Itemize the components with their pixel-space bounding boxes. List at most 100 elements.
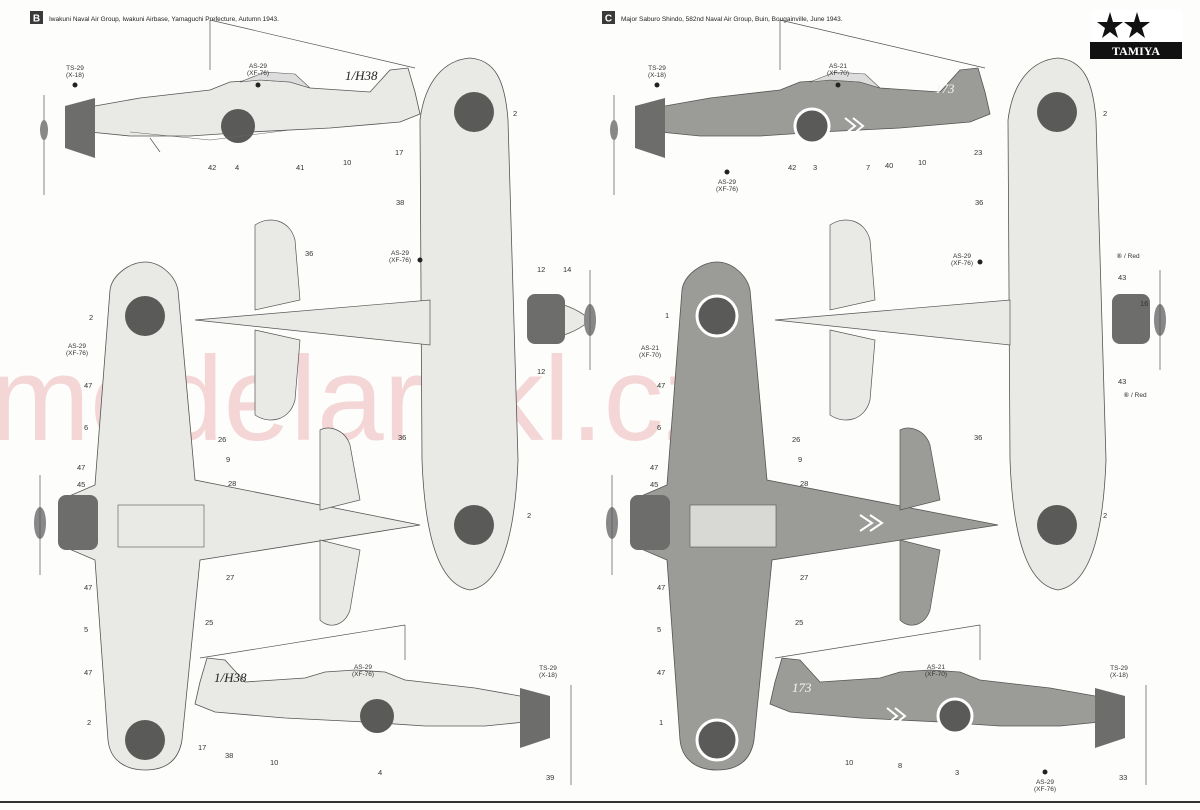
c-num-25: 25 [795,618,803,627]
c-num-8: 8 [898,761,902,770]
b-num-17-b: 17 [198,743,206,752]
c-num-6: 6 [657,423,661,432]
c-num-2-b: 2 [1103,511,1107,520]
c-bot-paint-2: TS-29 [1110,665,1128,672]
c-num-36: 36 [975,198,983,207]
c-num-47-a: 47 [657,381,665,390]
c-paint-under-sub: (XF-76) [716,186,738,193]
b-num-4: 4 [235,163,239,172]
c-num-10-b: 10 [845,758,853,767]
c-tail-code-top: 173 [935,81,955,96]
c-num-33: 33 [1119,773,1127,782]
c-num-5: 5 [657,625,661,634]
c-num-45: 45 [650,480,658,489]
c-num-42: 42 [788,163,796,172]
b-num-6: 6 [84,423,88,432]
b-tail-code-bottom: 1/H38 [214,670,247,685]
c-bot-paint-1: AS-21 [927,664,945,671]
c-bot-paint-2-sub: (X-18) [1110,672,1128,679]
c-under-view [606,261,999,771]
badge-c [602,11,615,24]
c-num-43-b: 43 [1118,377,1126,386]
b-num-42: 42 [208,163,216,172]
b-num-9: 9 [226,455,230,464]
c-tail-code-bottom: 173 [792,680,812,695]
c-num-3-b: 3 [955,768,959,777]
b-num-41: 41 [296,163,304,172]
b-plan-paint: AS-29 [391,250,409,257]
c-red-label-1: ⑧ / Red [1116,252,1140,260]
b-paint-as29-sub: (XF-76) [247,70,269,77]
b-num-5: 5 [84,625,88,634]
c-num-40: 40 [885,161,893,170]
b-num-45: 45 [77,480,85,489]
c-under-callouts: 1 AS-21 (XF-70) 47 6 47 45 9 26 28 27 25… [639,311,808,727]
b-num-27: 27 [226,573,234,582]
c-side-number-callouts: 42 3 7 40 10 23 [788,148,982,172]
c-num-7: 7 [866,163,870,172]
c-num-27: 27 [800,573,808,582]
b-bot-paint-1-sub: (XF-76) [352,671,374,678]
b-plan-paint-sub: (XF-76) [389,257,411,264]
c-num-26: 26 [792,435,800,444]
b-num-25: 25 [205,618,213,627]
c-paint-as21: AS-21 [829,63,847,70]
c-side-view-top [610,19,991,195]
c-side-view-bottom [769,624,1147,785]
c-paint-ts29-sub: (X-18) [648,72,666,79]
b-num-47-d: 47 [84,583,92,592]
c-plan-view-top [774,57,1166,591]
badge-c-label: C [605,14,612,25]
b-bot-paint-1: AS-29 [354,664,372,671]
b-plan-callouts: 2 38 AS-29 (XF-76) 36 12 14 12 2 36 [305,109,571,520]
brand-name: TAMIYA [1112,44,1160,58]
b-bottom-callouts: AS-29 (XF-76) TS-29 (X-18) 17 38 10 4 39 [198,664,557,782]
c-paint-as21-sub: (XF-70) [827,70,849,77]
b-under-paint: AS-29 [68,343,86,350]
c-num-1-b: 1 [659,718,663,727]
c-num-1-a: 1 [665,311,669,320]
c-num-23: 23 [974,148,982,157]
b-tail-code-top: 1/H38 [345,68,378,83]
b-num-12-a: 12 [537,265,545,274]
b-num-47-a: 47 [84,381,92,390]
b-num-17: 17 [395,148,403,157]
b-num-10: 10 [343,158,351,167]
c-num-28: 28 [800,479,808,488]
c-num-16: 16 [1140,299,1148,308]
c-num-9: 9 [798,455,802,464]
c-num-47-c: 47 [657,668,665,677]
c-bottom-callouts: AS-21 (XF-70) TS-29 (X-18) AS-29 (XF-76)… [845,664,1128,793]
c-num-47-b: 47 [650,463,658,472]
c-plan-callouts: 2 36 AS-29 (XF-76) ⑧ / Red 43 16 43 ⑧ / … [951,109,1148,520]
badge-b [30,11,43,24]
b-bot-paint-2-sub: (X-18) [539,672,557,679]
c-bot-under-paint: AS-29 [1036,779,1054,786]
b-under-callouts: 2 AS-29 (XF-76) 47 6 47 45 9 26 28 27 25… [66,313,236,727]
b-bot-paint-2: TS-29 [539,665,557,672]
c-bot-paint-1-sub: (XF-70) [925,671,947,678]
b-num-4-b: 4 [378,768,382,777]
b-num-36-b: 36 [398,433,406,442]
b-under-view [34,261,421,771]
b-side-view-top: 1/H38 [40,19,421,195]
c-plan-paint-sub: (XF-76) [951,260,973,267]
b-num-26: 26 [218,435,226,444]
c-num-36-b: 36 [974,433,982,442]
b-num-10-b: 10 [270,758,278,767]
b-num-38-b: 38 [225,751,233,760]
c-plan-paint: AS-29 [953,253,971,260]
b-paint-as29: AS-29 [249,63,267,70]
tamiya-logo: TAMIYA [1090,10,1182,60]
c-bot-under-paint-sub: (XF-76) [1034,786,1056,793]
c-paint-under: AS-29 [718,179,736,186]
b-num-39: 39 [546,773,554,782]
b-side-paint-callouts: TS-29 (X-18) AS-29 (XF-76) [66,63,269,88]
b-num-2-c: 2 [89,313,93,322]
b-under-paint-sub: (XF-76) [66,350,88,357]
b-plan-view-top [194,57,596,591]
b-num-28: 28 [228,479,236,488]
c-num-10: 10 [918,158,926,167]
b-num-12-b: 12 [537,367,545,376]
